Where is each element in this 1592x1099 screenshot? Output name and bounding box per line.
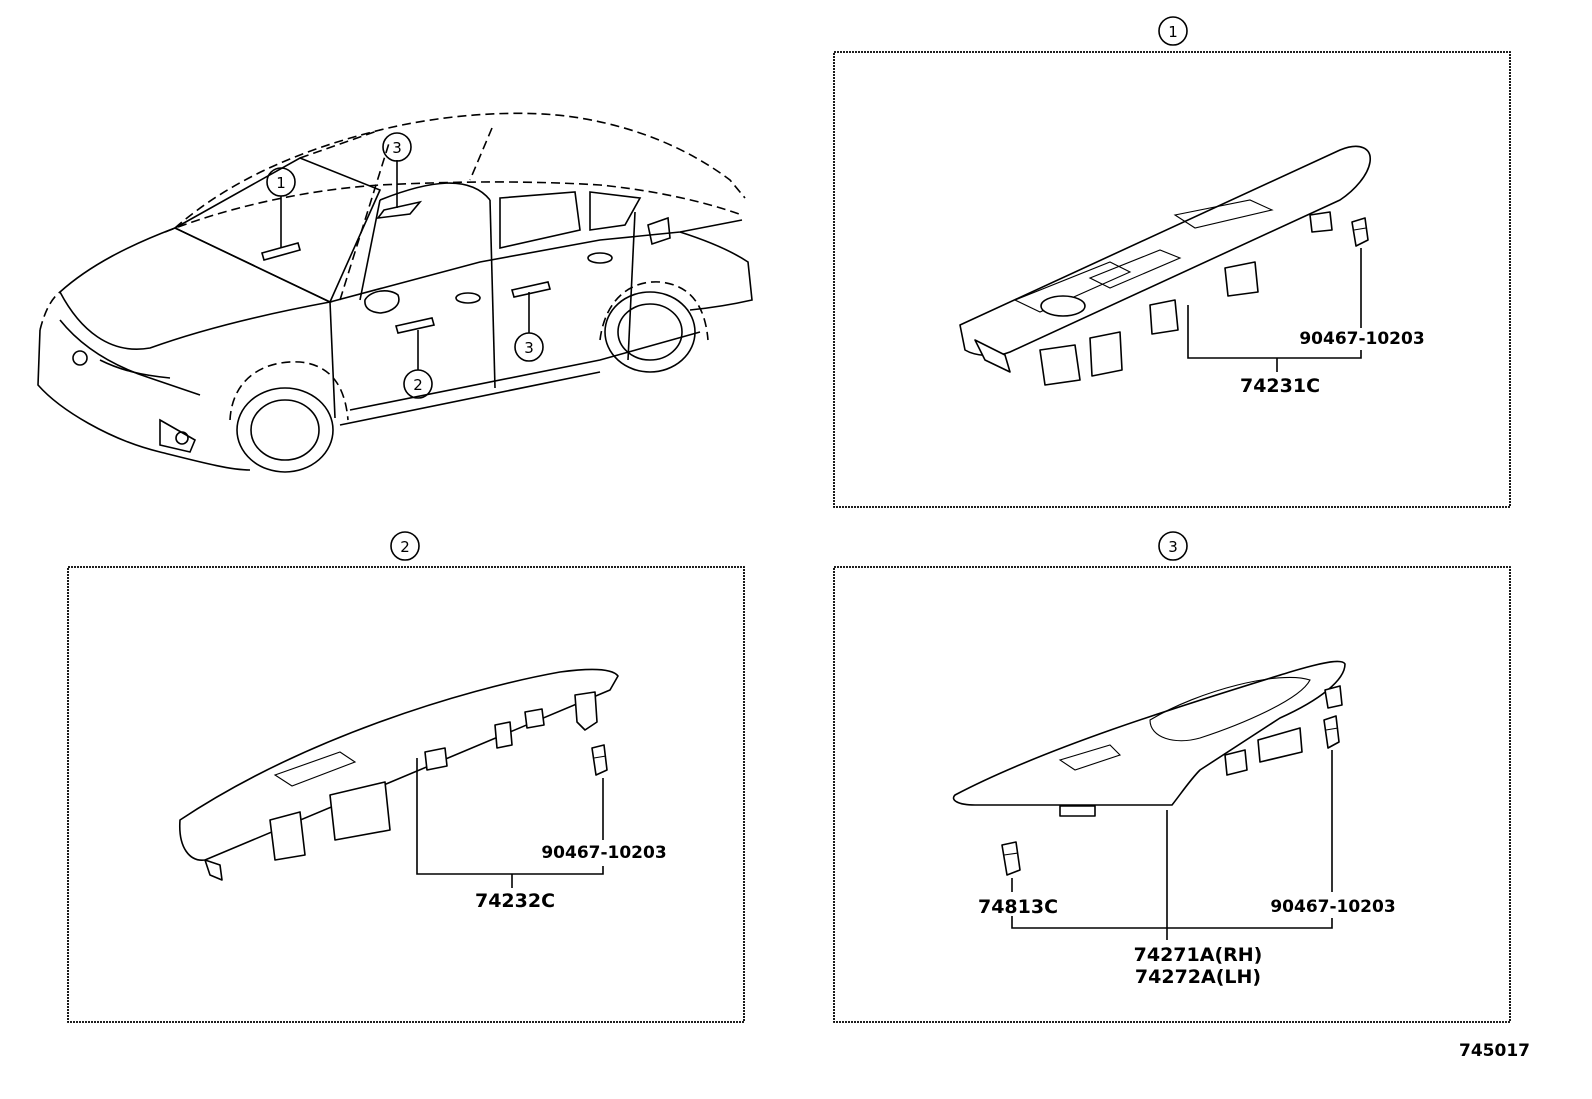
part-label-90467-10203-p1: 90467-10203 [1299, 329, 1424, 349]
panel-1-callout: 1 [1158, 16, 1188, 46]
part-label-74813C: 74813C [978, 896, 1058, 918]
panel-1-clip [1351, 217, 1369, 247]
svg-text:1: 1 [276, 174, 286, 192]
part-label-74272A-LH: 74272A(LH) [1135, 966, 1261, 988]
car-overview-illustration [37, 112, 753, 473]
diagram-id: 745017 [1459, 1041, 1530, 1061]
panel-3-frame [833, 566, 1511, 1023]
overview-callout-3: 3 [514, 332, 544, 362]
overview-callout-1: 1 [266, 167, 296, 197]
panel-3-switch-bezel [952, 660, 1346, 817]
panel-3-callout: 3 [1158, 531, 1188, 561]
svg-text:3: 3 [1168, 538, 1178, 556]
panel-1-switch-bezel [959, 145, 1371, 386]
panel-3-clip-right [1323, 715, 1340, 749]
part-label-90467-10203-p3: 90467-10203 [1270, 897, 1395, 917]
part-label-74231C: 74231C [1240, 375, 1320, 397]
svg-text:3: 3 [524, 339, 534, 357]
panel-2-leaders [416, 758, 604, 888]
svg-text:1: 1 [1168, 23, 1178, 41]
part-label-74232C: 74232C [475, 890, 555, 912]
part-label-74271A-RH: 74271A(RH) [1134, 944, 1263, 966]
panel-3-leaders [1011, 750, 1333, 940]
panel-2-clip [591, 744, 608, 776]
panel-1-frame [833, 51, 1511, 508]
panel-2-switch-bezel [179, 668, 619, 881]
svg-text:2: 2 [400, 538, 410, 556]
part-label-90467-10203-p2: 90467-10203 [541, 843, 666, 863]
panel-3-clip-left [1001, 841, 1021, 876]
overview-callout-3-top: 3 [382, 132, 412, 162]
svg-text:3: 3 [392, 139, 402, 157]
panel-2-frame [67, 566, 745, 1023]
svg-text:2: 2 [413, 376, 423, 394]
panel-2-callout: 2 [390, 531, 420, 561]
panel-1-leaders [1187, 248, 1362, 372]
overview-callout-2: 2 [403, 369, 433, 399]
